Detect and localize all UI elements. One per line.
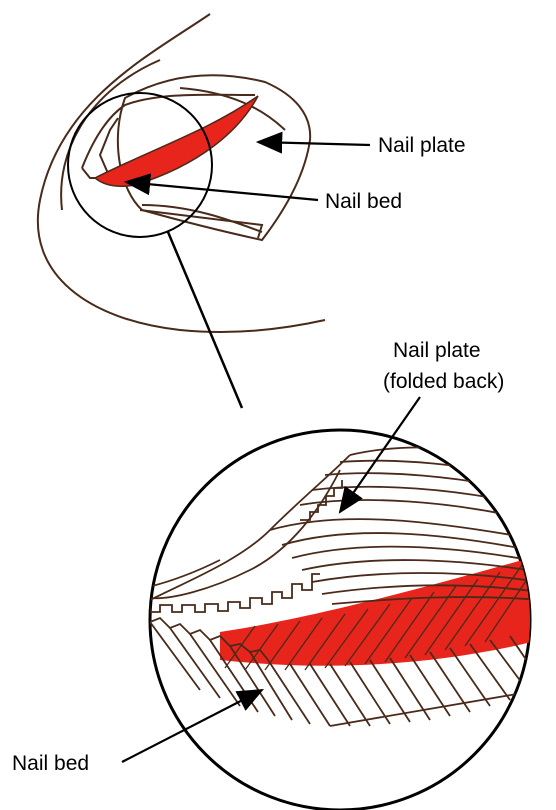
finger-tip-curve [61, 60, 160, 210]
label-nail-plate-group: Nail plate [258, 134, 466, 157]
label-nail-plate-folded-line1: Nail plate [393, 339, 481, 362]
finger-outline [38, 14, 325, 332]
finger-top-curve [38, 14, 325, 332]
label-nail-bed-bottom: Nail bed [12, 752, 89, 775]
label-nail-bed-top-group: Nail bed [126, 182, 402, 213]
arrow-nail-plate [258, 142, 370, 145]
label-nail-bed-top: Nail bed [325, 190, 402, 213]
label-nail-plate-folded-line2: (folded back) [383, 370, 504, 393]
magnifier-connector [168, 232, 242, 408]
label-nail-plate: Nail plate [378, 134, 466, 157]
arrow-nail-bed-top [126, 182, 318, 200]
